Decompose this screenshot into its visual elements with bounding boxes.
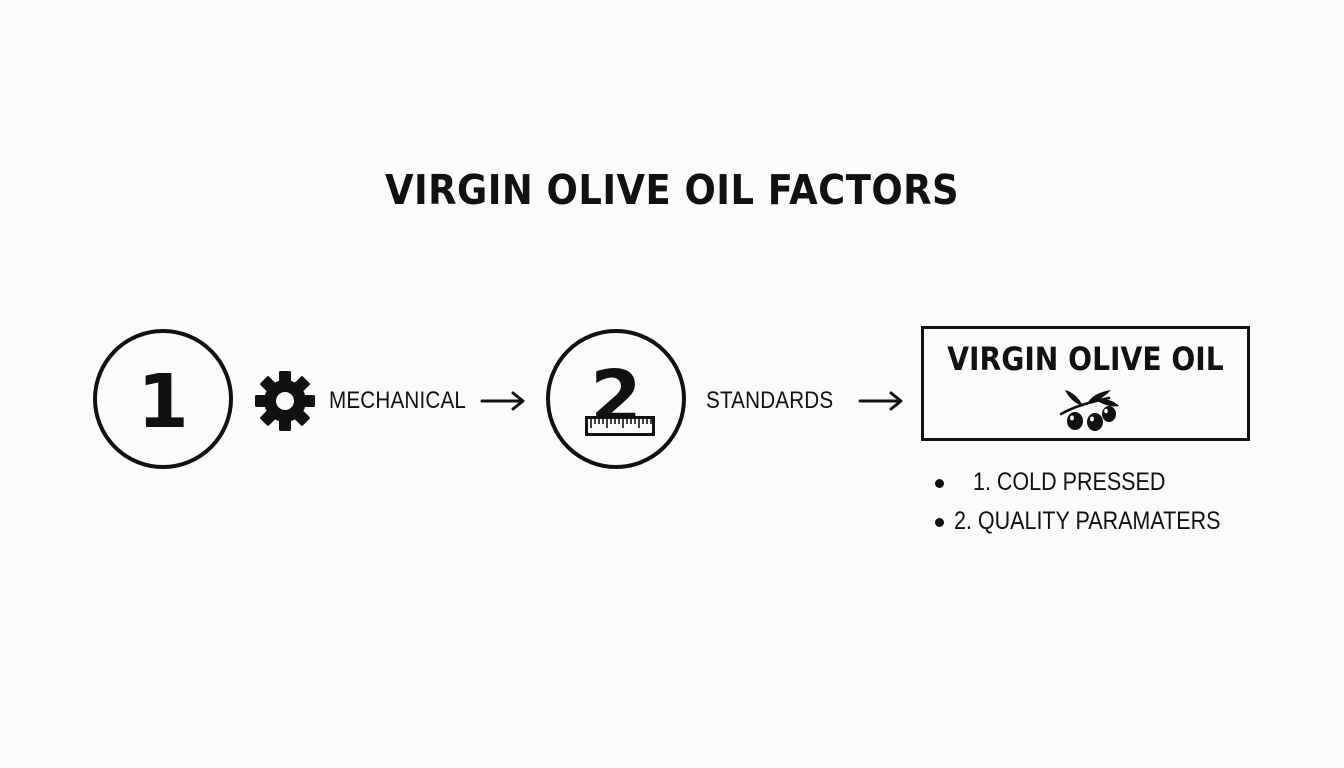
result-bullet-list: 1. COLD PRESSED 2. QUALITY PARAMATERS	[930, 468, 1260, 546]
step-1-number: 1	[137, 359, 189, 445]
arrow-right-icon	[480, 391, 525, 411]
bullet-item: 1. COLD PRESSED	[930, 468, 1260, 507]
bullet-item: 2. QUALITY PARAMATERS	[930, 507, 1260, 546]
diagram-title: VIRGIN OLIVE OIL FACTORS	[384, 166, 960, 214]
step-2-circle: 2	[546, 329, 686, 469]
bullet-dot	[935, 518, 944, 527]
step-1-label: MECHANICAL	[329, 387, 467, 414]
step-2-label: STANDARDS	[706, 387, 834, 414]
step-1-circle: 1	[93, 329, 233, 469]
ruler-icon	[585, 416, 655, 436]
result-title: VIRGIN OLIVE OIL	[947, 340, 1224, 378]
bullet-dot	[935, 479, 944, 488]
arrow-right-icon	[858, 391, 903, 411]
olive-branch-icon	[1059, 390, 1119, 431]
bullet-text: 2. QUALITY PARAMATERS	[954, 507, 1221, 535]
bullet-text: 1. COLD PRESSED	[973, 468, 1166, 496]
gear-icon	[255, 371, 315, 431]
result-box: VIRGIN OLIVE OIL	[921, 326, 1250, 441]
